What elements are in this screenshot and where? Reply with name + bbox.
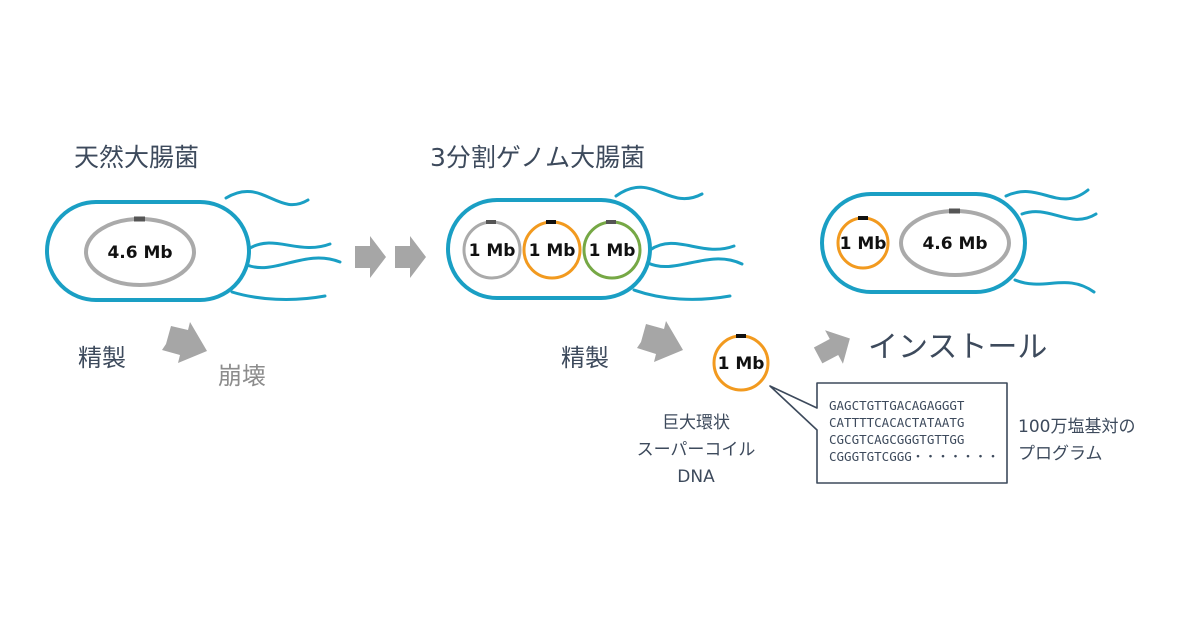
installed-flagella bbox=[1004, 188, 1098, 294]
split-ring-green-label: 1 Mb bbox=[589, 241, 636, 261]
install-label: インストール bbox=[868, 330, 1047, 365]
installed-small-ring-marker bbox=[858, 216, 868, 220]
split-ring-orange-marker bbox=[546, 220, 556, 224]
sequence-line-2: CATTTTCACACTATAATG bbox=[829, 415, 964, 430]
collapse-arrow bbox=[162, 322, 207, 363]
sequence-callout-box bbox=[769, 382, 1008, 484]
split-ring-orange-label: 1 Mb bbox=[529, 241, 576, 261]
sequence-line-3: CGCGTCAGCGGGTGTTGG bbox=[829, 432, 964, 447]
split-cell: 1 Mb 1 Mb 1 Mb bbox=[446, 185, 744, 301]
installed-cell: 1 Mb 4.6 Mb bbox=[820, 188, 1098, 294]
sequence-line-4: CGGGTGTCGGG・・・・・・・ bbox=[829, 449, 999, 464]
sequence-caption-line-1: 100万塩基対の bbox=[1018, 417, 1135, 437]
natural-genome-marker bbox=[134, 216, 145, 222]
natural-cell: 4.6 Mb bbox=[45, 190, 342, 302]
natural-title: 天然大腸菌 bbox=[74, 143, 199, 172]
purified-ring-marker bbox=[736, 334, 746, 338]
purified-description-line-1: 巨大環状 bbox=[662, 413, 730, 433]
install-arrow bbox=[813, 330, 850, 364]
split-flagella bbox=[614, 185, 744, 301]
purified-description-line-3: DNA bbox=[677, 467, 715, 487]
split-purify-label: 精製 bbox=[561, 344, 609, 372]
split-title: 3分割ゲノム大腸菌 bbox=[430, 143, 645, 172]
purify-arrow bbox=[637, 321, 683, 362]
double-arrow bbox=[355, 236, 426, 278]
purified-description-line-2: スーパーコイル bbox=[637, 440, 756, 460]
purified-ring-group: 1 Mb bbox=[712, 334, 770, 392]
split-ring-gray-marker bbox=[486, 220, 496, 224]
installed-genome-marker bbox=[949, 208, 960, 214]
sequence-callout: GAGCTGTTGACAGAGGGT CATTTTCACACTATAATG CG… bbox=[769, 382, 1008, 484]
natural-flagella bbox=[224, 190, 342, 301]
purified-ring-label: 1 Mb bbox=[718, 354, 765, 374]
natural-purify-label: 精製 bbox=[78, 344, 126, 372]
natural-genome-label: 4.6 Mb bbox=[107, 243, 172, 263]
natural-cell-body bbox=[45, 200, 251, 302]
installed-genome-label: 4.6 Mb bbox=[922, 234, 987, 254]
split-ring-gray-label: 1 Mb bbox=[469, 241, 516, 261]
installed-small-label: 1 Mb bbox=[840, 234, 887, 254]
split-ring-green-marker bbox=[606, 220, 616, 224]
sequence-caption-line-2: プログラム bbox=[1018, 444, 1103, 464]
collapse-label: 崩壊 bbox=[218, 362, 266, 390]
sequence-line-1: GAGCTGTTGACAGAGGGT bbox=[829, 398, 965, 413]
